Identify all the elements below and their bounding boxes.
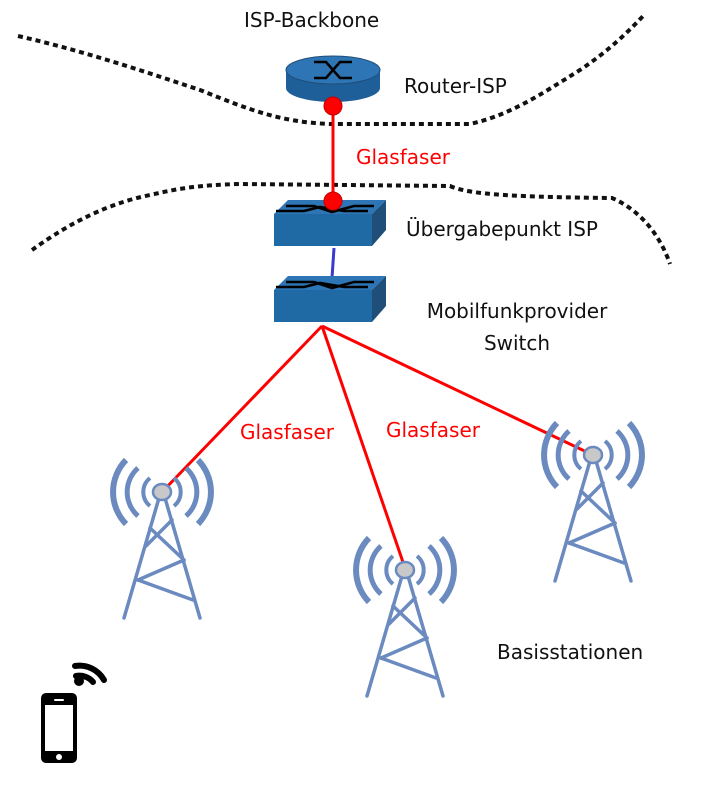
backbone-boundary-top [17, 12, 647, 126]
router-icon [285, 55, 381, 102]
fiber-label-top: Glasfaser [356, 145, 450, 169]
router-label: Router-ISP [404, 74, 507, 98]
mobile-switch-label: Mobilfunkprovider Switch [404, 295, 630, 359]
link-handover-to-mobile-switch [330, 247, 336, 279]
handover-label: Übergabepunkt ISP [406, 217, 598, 241]
backbone-label: ISP-Backbone [244, 8, 380, 32]
mobile-switch-label-line2: Switch [483, 331, 551, 355]
fiber-to-tower-middle [320, 325, 407, 569]
mobile-switch-icon [272, 274, 388, 324]
wifi-dot [74, 676, 84, 686]
cell-tower-icon [544, 423, 642, 581]
fiber-to-tower-left [160, 324, 324, 494]
cell-tower-icon [113, 460, 211, 618]
smartphone-icon [41, 693, 77, 763]
router-port-dot [323, 96, 343, 116]
mobile-switch-label-line1: Mobilfunkprovider [426, 299, 608, 323]
fiber-label-left: Glasfaser [240, 420, 334, 444]
cell-tower-icon [356, 538, 454, 696]
handover-port-dot [323, 191, 343, 211]
backbone-boundary-bottom [30, 181, 672, 265]
fiber-label-right: Glasfaser [386, 418, 480, 442]
base-stations-label: Basisstationen [497, 640, 644, 664]
wifi-signal-icon [72, 662, 107, 685]
